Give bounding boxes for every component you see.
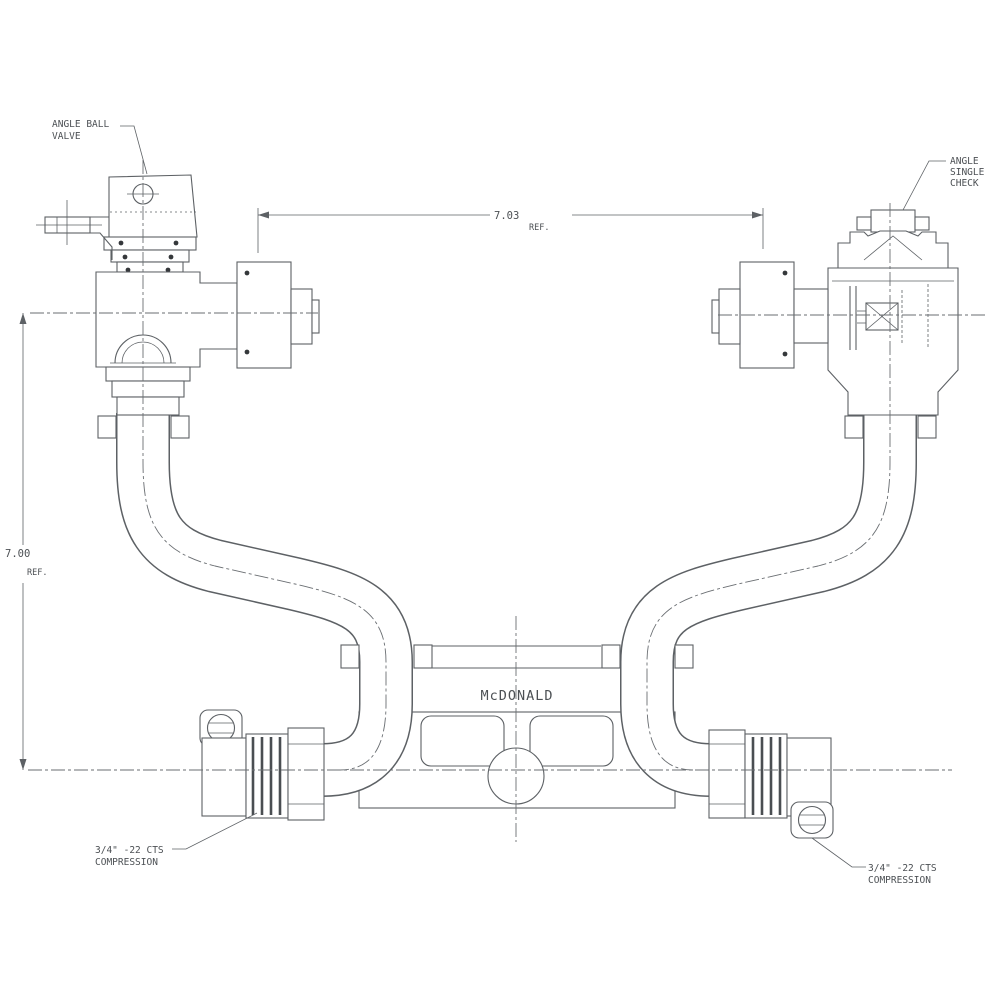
angle-single-check-label-line3: CHECK [950, 178, 979, 189]
angle-ball-valve-label-line2: VALVE [52, 131, 81, 142]
left-compression-label-line1: 3/4" -22 CTS [95, 845, 164, 856]
dim-vertical-value: 7.00 [5, 548, 30, 560]
yoke-top-strap [97, 415, 937, 669]
outlet-neck [793, 288, 829, 344]
union-tab [674, 644, 694, 669]
cap-ear [856, 216, 872, 231]
dim-horizontal-ref: REF. [529, 223, 549, 233]
left-compression-fitting [199, 709, 325, 821]
meter-thread-tip [711, 299, 720, 334]
union-tab [413, 644, 433, 669]
union-tab [340, 644, 360, 669]
angle-single-check-label-line1: ANGLE [950, 156, 979, 167]
valve-base [105, 366, 191, 382]
angle-ball-valve [36, 174, 320, 416]
valve-union-tab [170, 415, 190, 439]
right-compression-fitting [708, 729, 834, 839]
lock-wing-plate [108, 174, 198, 238]
right-compression-label-line2: COMPRESSION [868, 875, 931, 886]
cap-ear [914, 216, 930, 231]
valve-base [116, 396, 180, 416]
centerlines [28, 160, 985, 842]
angle-single-check-label-line2: SINGLE [950, 167, 985, 178]
screw-head-icon [797, 805, 827, 835]
yoke-cutout-left [420, 715, 505, 767]
meter-thread-end [718, 288, 741, 345]
dim-vertical-ref: REF. [27, 568, 47, 578]
valve-union-tab [917, 415, 937, 439]
coupling [287, 727, 325, 821]
dim-arrow-top [19, 313, 27, 324]
callout-right-compression: 3/4" -22 CTS COMPRESSION [811, 837, 937, 886]
callout-angle-single-check: ANGLE SINGLE CHECK [902, 156, 985, 211]
right-compression-label-line1: 3/4" -22 CTS [868, 863, 937, 874]
valve-base [111, 380, 185, 398]
yoke-cutouts [420, 715, 614, 805]
callout-angle-ball-valve: ANGLE BALL VALVE [52, 119, 148, 175]
angle-ball-valve-label-line1: ANGLE BALL [52, 119, 109, 130]
bonnet [110, 249, 190, 263]
leader-line [120, 125, 148, 175]
bonnet [103, 236, 197, 251]
check-cap [837, 230, 949, 269]
valve-union-tab [97, 415, 117, 439]
dim-arrow-bottom [19, 759, 27, 770]
meter-thread-tip [311, 299, 320, 334]
callout-left-compression: 3/4" -22 CTS COMPRESSION [95, 812, 258, 868]
union-tab [601, 644, 621, 669]
meter-thread-end [290, 288, 313, 345]
horizontal-dimension: 7.03 REF. [257, 208, 764, 253]
angle-single-check-valve [711, 209, 959, 416]
left-compression-label-line2: COMPRESSION [95, 857, 158, 868]
dim-horizontal-value: 7.03 [494, 210, 519, 222]
valve-union-tab [844, 415, 864, 439]
leader-line [902, 160, 946, 211]
fitting-body [201, 737, 247, 817]
leader-line [172, 812, 258, 850]
check-body [827, 267, 959, 416]
check-poppet [865, 302, 899, 331]
dim-arrow-left [258, 211, 269, 219]
leader-line [811, 837, 866, 868]
vertical-dimension: 7.00 REF. [5, 313, 47, 770]
cap-stub [870, 209, 916, 233]
dim-arrow-right [752, 211, 763, 219]
brand-cast-text: McDONALD [480, 688, 553, 704]
yoke-cutout-right [529, 715, 614, 767]
coupling [708, 729, 746, 819]
